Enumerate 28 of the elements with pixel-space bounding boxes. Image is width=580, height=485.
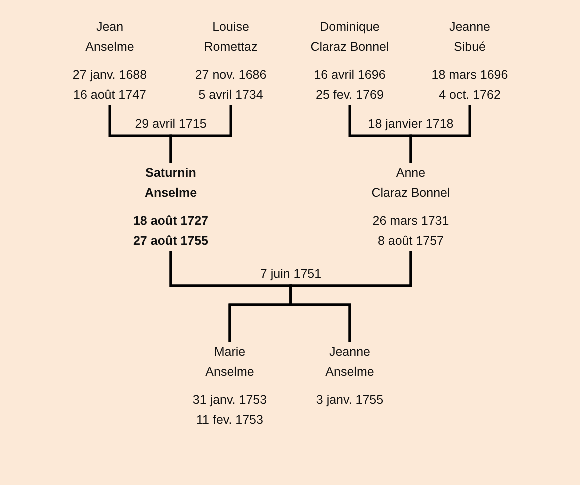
death-date: 8 août 1757 xyxy=(378,233,444,250)
connector-line xyxy=(290,251,412,342)
death-date: 4 oct. 1762 xyxy=(439,87,501,104)
death-date: 25 fev. 1769 xyxy=(316,87,384,104)
person-name: Saturnin Anselme xyxy=(144,165,198,202)
birth-date: 26 mars 1731 xyxy=(372,213,450,230)
birth-date: 3 janv. 1755 xyxy=(316,392,384,409)
death-date: 5 avril 1734 xyxy=(198,87,264,104)
birth-date: 27 nov. 1686 xyxy=(195,67,267,84)
person-name: Jeanne Sibué xyxy=(449,19,490,56)
person-name: Louise Romettaz xyxy=(204,19,258,56)
birth-date: 27 janv. 1688 xyxy=(72,67,148,84)
edge-label: 18 janvier 1718 xyxy=(366,116,456,132)
death-date: 16 août 1747 xyxy=(74,87,146,104)
birth-date: 18 août 1727 xyxy=(133,213,209,230)
death-date: 11 fev. 1753 xyxy=(196,412,264,429)
connector-line xyxy=(170,105,232,163)
person-name: Marie Anselme xyxy=(206,344,254,381)
person-name: Jean Anselme xyxy=(86,19,134,56)
person-name: Jeanne Anselme xyxy=(326,344,374,381)
person-name: Dominique Claraz Bonnel xyxy=(310,19,390,56)
birth-date: 16 avril 1696 xyxy=(314,67,386,84)
edge-label: 7 juin 1751 xyxy=(258,266,324,282)
person-name: Anne Claraz Bonnel xyxy=(372,165,450,202)
birth-date: 31 janv. 1753 xyxy=(192,392,268,409)
birth-date: 18 mars 1696 xyxy=(432,67,508,84)
connector-line xyxy=(410,105,472,163)
death-date: 27 août 1755 xyxy=(133,233,209,250)
